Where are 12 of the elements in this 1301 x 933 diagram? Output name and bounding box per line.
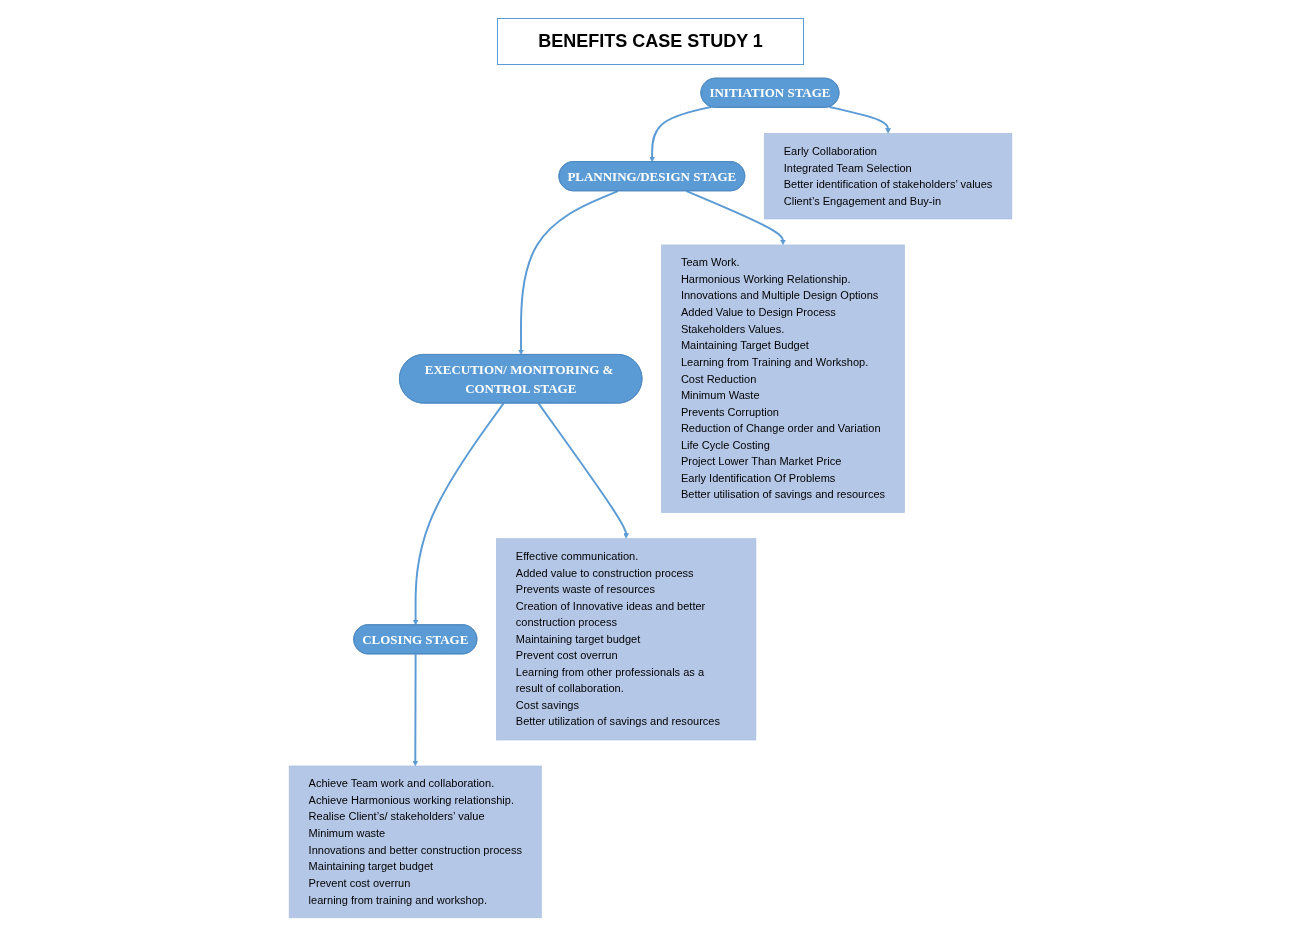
node-box: Achieve Team work and collaboration. Achieve Harmonious working relationship. Realise Client’s/ stakeholders’ value Minimum waste Innovations and better construction process Maintaining target budget Prevent cost overrun learning from training and workshop. [288, 765, 542, 919]
arrow [412, 653, 419, 767]
title: BENEFITS CASE STUDY 1 [497, 18, 804, 65]
arrow [649, 105, 713, 163]
node-box: Effective communication. Added value to construction process Prevents waste of resources Creation of Innovative ideas and better construction process Maintaining target budget Prevent cost overrun Learning from other professionals as a result of collaboration. Cost savings Better utilization of savings and resources [496, 538, 757, 741]
arrow [685, 190, 786, 246]
arrow [412, 402, 505, 626]
arrow [828, 105, 891, 134]
arrow [518, 190, 619, 355]
arrow [537, 402, 629, 539]
node-box: Early Collaboration Integrated Team Selection Better identification of stakeholders’ values Client’s Engagement and Buy-in [763, 133, 1013, 220]
node-box: Team Work. Harmonious Working Relationship. Innovations and Multiple Design Options Added Value to Design Process Stakeholders Values. Maintaining Target Budget Learning from Training and Workshop. Cost Reduction Minimum Waste Prevents Corruption Reduction of Change order and Variation Life Cycle Costing Project Lower Than Market Price Early Identification Of Problems Better utilisation of savings and resources [661, 244, 905, 513]
